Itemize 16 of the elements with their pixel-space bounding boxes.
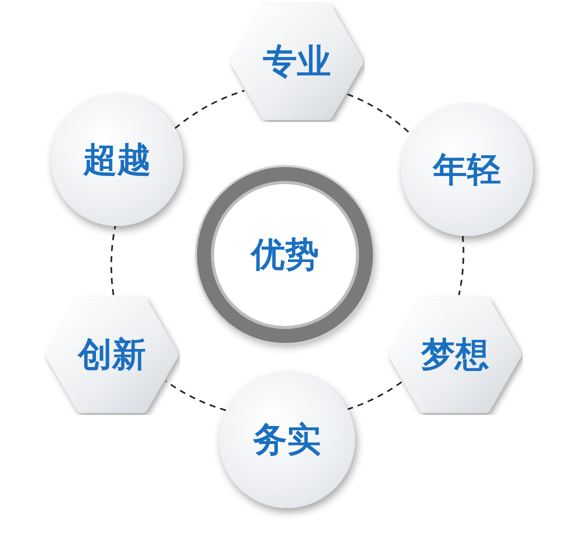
dashed-connector (166, 380, 226, 412)
node-label: 专业 (263, 45, 331, 79)
hexagon-badge (229, 2, 365, 122)
dashed-connector (174, 90, 245, 130)
node-label: 创新 (78, 338, 146, 372)
hexagon-badge (44, 295, 180, 415)
hexagon-badge (387, 295, 523, 415)
dashed-connector (110, 226, 116, 296)
node-label: 务实 (253, 423, 321, 457)
node-label: 优势 (251, 238, 319, 272)
node-label: 超越 (83, 143, 151, 177)
node-label: 年轻 (433, 153, 501, 187)
dashed-connector (458, 236, 464, 296)
node-label: 梦想 (421, 338, 489, 372)
dashed-connector (347, 381, 402, 410)
dashed-connector (347, 93, 412, 136)
